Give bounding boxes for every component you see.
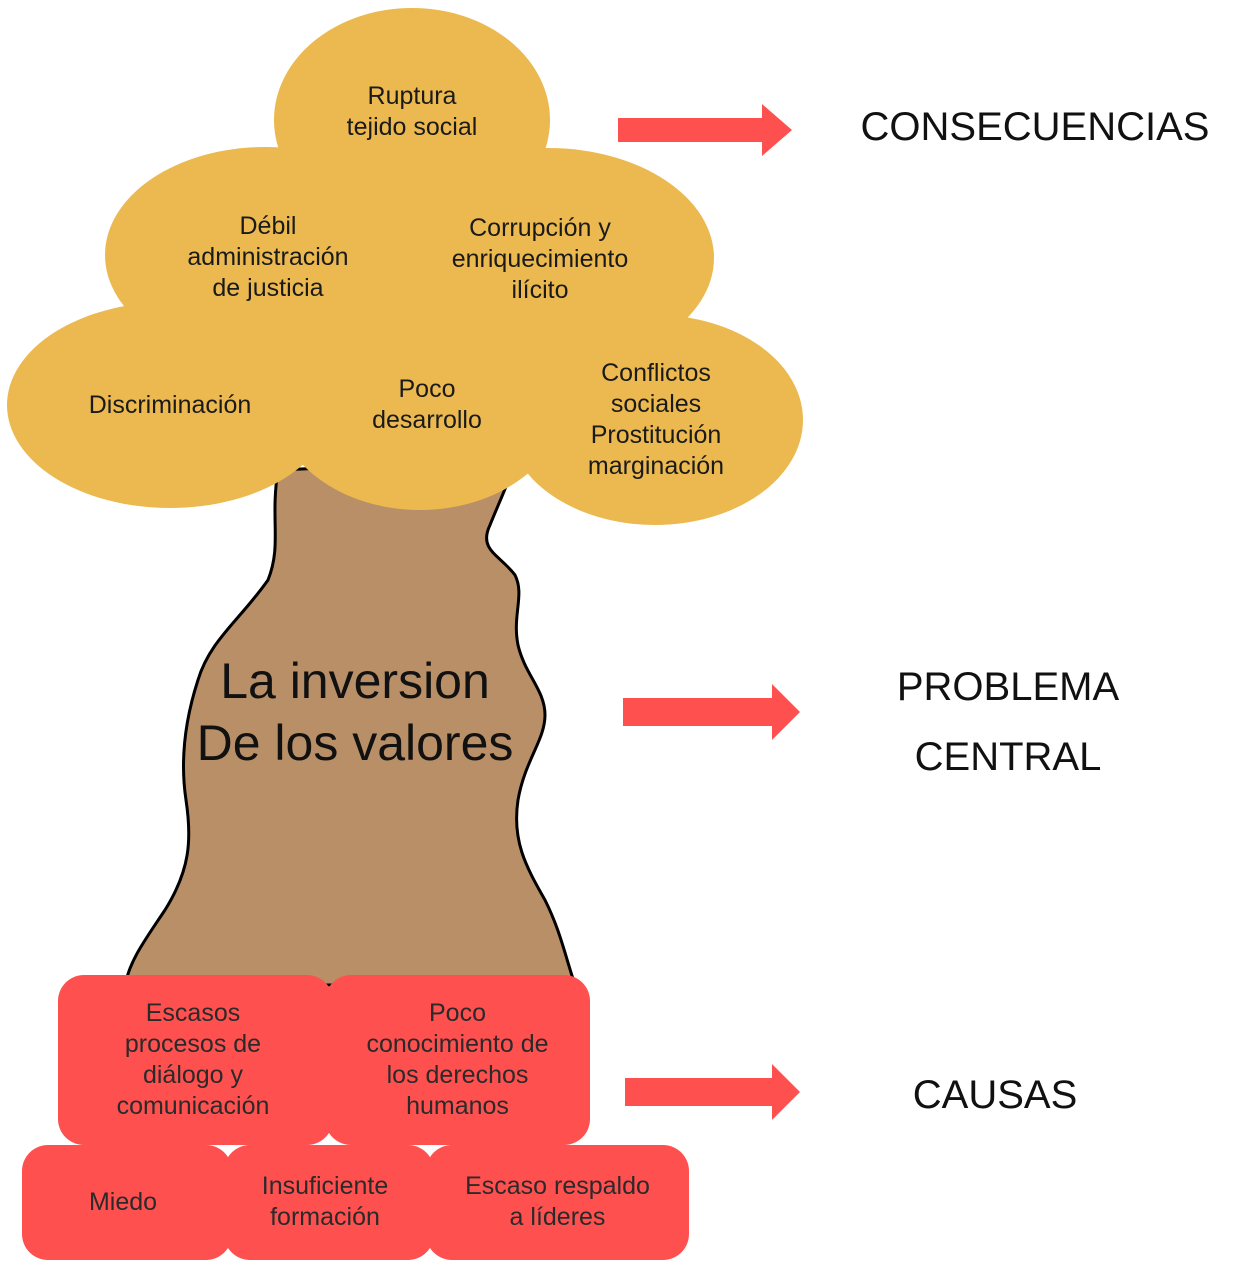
arrow-consecuencias-icon [618,104,792,156]
canopy-circle-discriminacion [7,302,333,508]
canopy-label-conflictos: Conflictos sociales Prostitución margina… [587,359,725,480]
canopy-label-corrupcion: Corrupción y enriquecimiento ilícito [451,213,629,304]
trunk-label: La inversion De los valores [196,653,514,771]
canopy-label-discriminacion: Discriminación [88,390,252,419]
cause-box-insuficiente [224,1145,434,1260]
arrow-problema-icon [623,684,800,740]
trunk-shape [123,458,578,987]
canopy-label-debil: Débil administración de justicia [187,211,349,302]
cause-label-miedo: Miedo [88,1187,158,1216]
canopy-label-poco-desarrollo: Poco desarrollo [372,375,482,434]
cause-label-poco-conocimiento: Poco conocimiento de los derechos humano… [366,999,549,1120]
label-problema-central: PROBLEMA CENTRAL [896,665,1120,779]
label-consecuencias: CONSECUENCIAS [860,105,1210,149]
cause-box-miedo [22,1145,232,1260]
canopy-circle-poco-desarrollo [275,290,565,510]
cause-box-escasos-procesos [58,975,333,1145]
cause-box-escaso-respaldo [426,1145,689,1260]
arrow-causas-icon [625,1064,800,1120]
cause-box-poco-conocimiento [325,975,590,1145]
label-causas: CAUSAS [912,1073,1078,1117]
canopy-circle-conflictos [507,315,803,525]
cause-label-insuficiente: Insuficiente formación [261,1172,389,1231]
cause-label-escaso-respaldo: Escaso respaldo a líderes [465,1172,650,1231]
canopy-label-ruptura: Ruptura tejido social [346,82,478,141]
cause-label-escasos-procesos: Escasos procesos de diálogo y comunicaci… [116,999,270,1120]
